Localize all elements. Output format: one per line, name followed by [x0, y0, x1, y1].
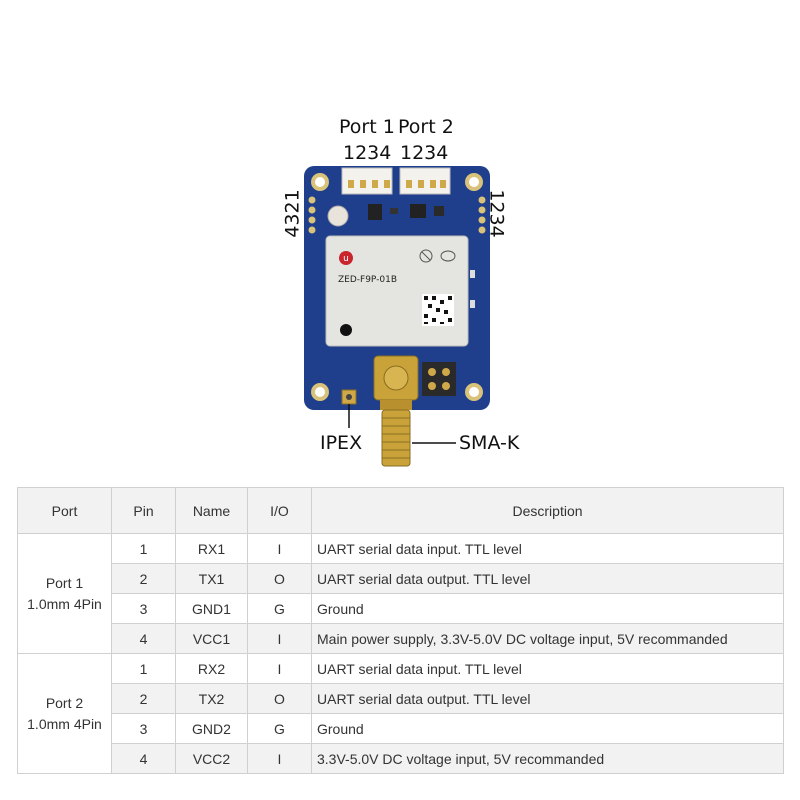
header-description: Description [311, 487, 784, 534]
sma-label: SMA-K [459, 432, 520, 454]
name-cell: RX1 [175, 533, 248, 564]
mounting-holes [311, 173, 483, 401]
pin-cell: 2 [111, 683, 176, 714]
right-pin-header [478, 196, 486, 234]
pin1-dot [340, 324, 352, 336]
description-cell: UART serial data input. TTL level [311, 653, 784, 684]
port1-connector [341, 167, 393, 195]
io-cell: G [247, 713, 312, 744]
port-name: Port 2 [45, 694, 84, 711]
port2-connector [399, 167, 451, 195]
pin-cell: 4 [111, 623, 176, 654]
board-figure: Port 1 Port 2 1234 1234 4321 1234 IPEX S… [282, 116, 520, 467]
pin-cell: 1 [111, 533, 176, 564]
table-header-row: Port Pin Name I/O Description [17, 487, 784, 534]
logo-letter: u [343, 254, 349, 264]
io-cell: I [247, 653, 312, 684]
u-blox-logo-icon [339, 251, 353, 265]
io-cell: O [247, 563, 312, 594]
gnss-board: u ZED-F9P-01B [304, 166, 490, 467]
port1-label: Port 1 [339, 116, 395, 138]
name-cell: VCC2 [175, 743, 248, 774]
sma-connector [373, 355, 419, 467]
table-row: 2 TX1 O UART serial data output. TTL lev… [18, 563, 784, 594]
io-cell: O [247, 683, 312, 714]
table-row: 3 GND2 G Ground [18, 713, 784, 744]
table-row: Port 1 1.0mm 4Pin 1 RX1 I UART serial dat… [17, 533, 784, 654]
header-port: Port [17, 487, 112, 534]
ipex-label: IPEX [320, 432, 363, 454]
table-row: 4 VCC1 I Main power supply, 3.3V-5.0V DC… [18, 623, 784, 654]
port-cell: Port 2 1.0mm 4Pin [17, 653, 112, 774]
port-name: Port 1 [45, 574, 84, 591]
io-cell: I [247, 533, 312, 564]
name-cell: TX2 [175, 683, 248, 714]
no-pb-icon [419, 249, 433, 263]
io-cell: G [247, 593, 312, 624]
gnss-module: u ZED-F9P-01B [325, 235, 469, 347]
pin-table: Port Pin Name I/O Description Port 1 1.0m… [17, 487, 784, 774]
io-cell: I [247, 743, 312, 774]
table-row: 3 GND1 G Ground [18, 593, 784, 624]
table-row: 4 VCC2 I 3.3V-5.0V DC voltage input, 5V … [18, 743, 784, 774]
pin-cell: 2 [111, 563, 176, 594]
port-connector-type: 1.0mm 4Pin [27, 715, 102, 732]
header-name: Name [175, 487, 248, 534]
name-cell: RX2 [175, 653, 248, 684]
description-cell: UART serial data output. TTL level [311, 683, 784, 714]
description-cell: 3.3V-5.0V DC voltage input, 5V recommand… [311, 743, 784, 774]
pin-cell: 3 [111, 593, 176, 624]
port-cell: Port 1 1.0mm 4Pin [17, 533, 112, 654]
port1-pin-numbers: 1234 [343, 142, 392, 164]
datamatrix-code [422, 294, 454, 326]
module-name: ZED-F9P-01B [338, 275, 397, 285]
name-cell: GND2 [175, 713, 248, 744]
description-cell: UART serial data input. TTL level [311, 533, 784, 564]
table-row: Port 2 1.0mm 4Pin 1 RX2 I UART serial dat… [17, 653, 784, 774]
description-cell: Ground [311, 713, 784, 744]
header-io: I/O [247, 487, 312, 534]
port2-label: Port 2 [398, 116, 454, 138]
e4-mark-icon [440, 250, 456, 262]
name-cell: GND1 [175, 593, 248, 624]
name-cell: VCC1 [175, 623, 248, 654]
ipex-connector [341, 389, 357, 405]
table-row: 2 TX2 O UART serial data output. TTL lev… [18, 683, 784, 714]
port-connector-type: 1.0mm 4Pin [27, 595, 102, 612]
port2-pin-numbers: 1234 [400, 142, 449, 164]
smd-components [327, 204, 475, 308]
description-cell: Main power supply, 3.3V-5.0V DC voltage … [311, 623, 784, 654]
name-cell: TX1 [175, 563, 248, 594]
pin-cell: 1 [111, 653, 176, 684]
pin-cell: 3 [111, 713, 176, 744]
pin-cell: 4 [111, 743, 176, 774]
description-cell: Ground [311, 593, 784, 624]
io-cell: I [247, 623, 312, 654]
bottom-pads [422, 362, 456, 396]
description-cell: UART serial data output. TTL level [311, 563, 784, 594]
header-pin: Pin [111, 487, 176, 534]
left-pin-header [308, 196, 316, 234]
